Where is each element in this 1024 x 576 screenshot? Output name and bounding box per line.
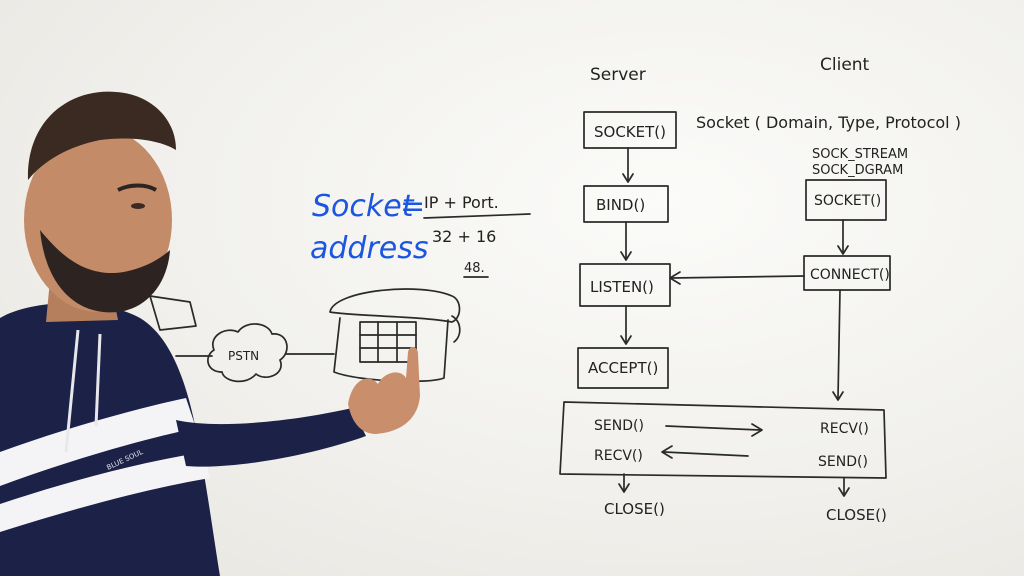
client-connect-label: CONNECT() <box>810 267 890 283</box>
connect-arrow-line <box>671 275 805 279</box>
client-header: Client <box>820 55 870 75</box>
arrow-head <box>837 245 849 255</box>
server-accept-box: ACCEPT() <box>577 347 669 389</box>
client-socket-label: SOCKET() <box>814 193 881 209</box>
hoodie-string <box>94 333 102 427</box>
phone-keypad <box>359 321 417 363</box>
arrow-head <box>618 483 630 493</box>
socket-signature: Socket ( Domain, Type, Protocol ) <box>696 113 961 132</box>
server-accept-label: ACCEPT() <box>588 359 658 377</box>
server-recv-label: RECV() <box>594 448 643 464</box>
recv-arrow-head <box>661 445 673 459</box>
sock-stream-label: SOCK_STREAM <box>812 147 908 162</box>
arrow-head <box>620 251 632 261</box>
send-arrow-head <box>751 423 763 437</box>
eye <box>131 203 145 209</box>
formula-divider <box>423 213 531 219</box>
formula-equals: = <box>400 189 425 224</box>
pstn-label: PSTN <box>228 349 259 363</box>
hair <box>27 91 176 180</box>
arrow-head <box>832 391 844 401</box>
telephone-drawing <box>329 288 461 383</box>
server-socket-label: SOCKET() <box>594 123 666 141</box>
formula-total: 48. <box>464 261 485 276</box>
client-send-label: SEND() <box>818 454 868 470</box>
server-header: Server <box>590 65 646 85</box>
sock-dgram-label: SOCK_DGRAM <box>812 163 903 178</box>
phone-handset <box>329 288 461 323</box>
hoodie-stripe <box>0 452 210 532</box>
server-listen-label: LISTEN() <box>590 278 654 296</box>
phone-body <box>333 317 449 383</box>
server-close-label: CLOSE() <box>604 500 665 518</box>
client-socket-box: SOCKET() <box>805 179 887 221</box>
arm <box>176 408 366 467</box>
arrow-head <box>838 487 850 497</box>
arrow-line <box>837 289 841 399</box>
beard <box>40 230 170 313</box>
send-arrow-line <box>665 425 761 431</box>
pointing-hand <box>348 346 420 434</box>
server-listen-box: LISTEN() <box>579 263 671 307</box>
server-bind-label: BIND() <box>596 196 645 214</box>
formula-socket-word: Socket <box>312 189 415 224</box>
server-send-label: SEND() <box>594 418 644 434</box>
formula-ip-port: IP + Port. <box>424 193 499 212</box>
server-socket-box: SOCKET() <box>583 111 677 149</box>
formula-address-word: address <box>310 231 429 266</box>
client-connect-box: CONNECT() <box>803 255 891 291</box>
presenter: BLUE SOUL <box>0 91 420 576</box>
arrow-head <box>622 173 634 183</box>
arrow-head <box>620 335 632 345</box>
client-close-label: CLOSE() <box>826 506 887 524</box>
formula-bits: 32 + 16 <box>432 227 496 246</box>
left-phone-drawing <box>149 295 197 331</box>
client-recv-label: RECV() <box>820 421 869 437</box>
eyebrow <box>117 183 158 192</box>
hoodie-string <box>64 329 80 453</box>
pstn-cloud: PSTN <box>207 323 288 383</box>
data-exchange-box: SEND() RECV() RECV() SEND() <box>559 401 887 479</box>
connect-arrow-head <box>669 271 681 285</box>
recv-arrow-line <box>663 451 749 457</box>
server-bind-box: BIND() <box>583 185 669 223</box>
hoodie-stripe <box>0 398 196 486</box>
phone-cord <box>451 315 461 343</box>
